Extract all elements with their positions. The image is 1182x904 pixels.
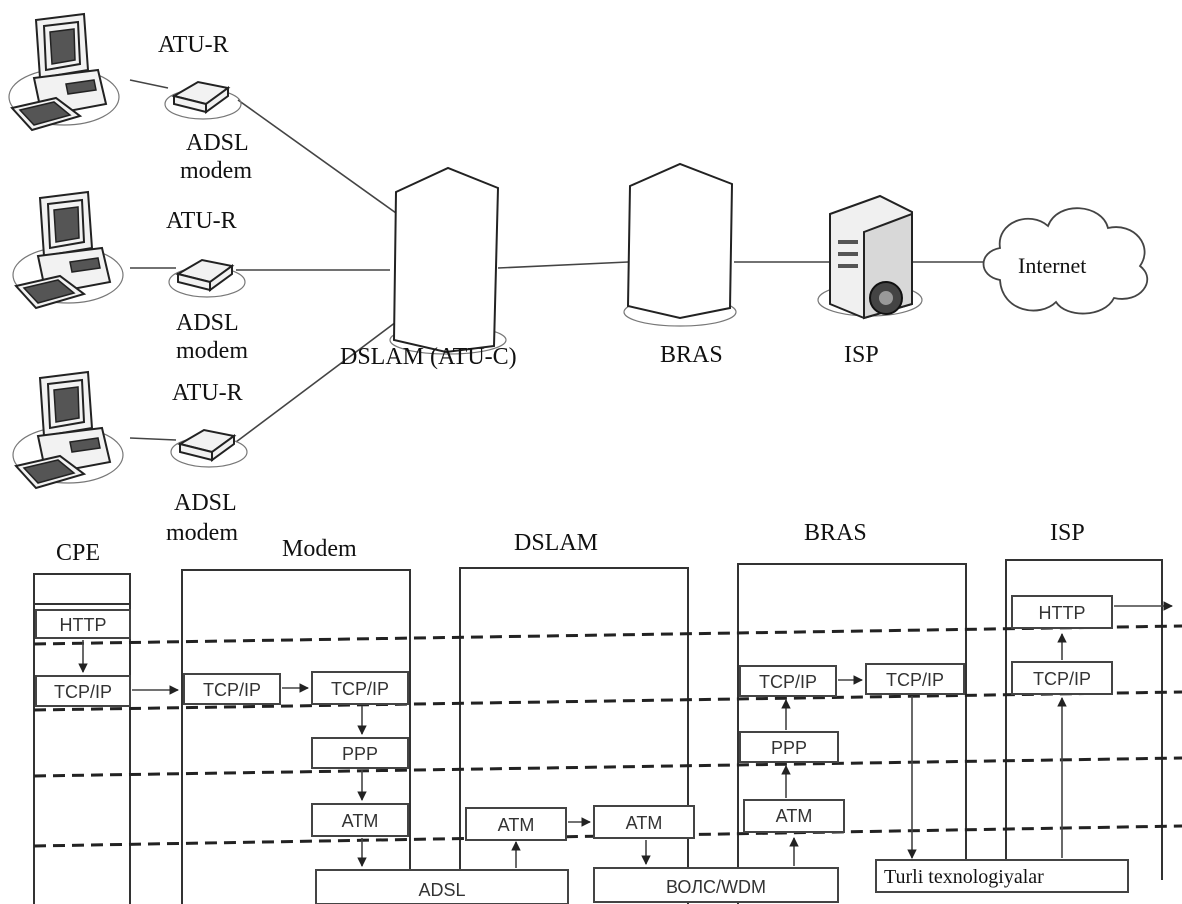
modem-label: ATU-R	[166, 208, 237, 234]
protocol-stack: CPE Modem DSLAM BRAS ISP HTTP TCP/IP TCP…	[33, 520, 1182, 904]
column-title-modem: Modem	[282, 536, 357, 562]
dslam-wdm: ВОЛС/WDM	[666, 877, 766, 897]
modem-label: ATU-R	[158, 32, 229, 58]
isp-label: ISP	[844, 342, 879, 368]
modem-tcpip-out: TCP/IP	[331, 679, 389, 699]
modem-caption: ADSL	[186, 130, 249, 156]
bras-icon	[623, 162, 737, 327]
cpe-http-box	[35, 609, 131, 639]
dslam-wdm-box	[593, 867, 839, 903]
column-modem	[181, 569, 411, 904]
server-icon	[817, 194, 923, 320]
layer-separator	[33, 624, 1182, 646]
isp-tcpip: TCP/IP	[1033, 669, 1091, 689]
column-title-isp: ISP	[1050, 520, 1085, 546]
topology: ATU-R ADSL modem ATU-R ADSL modem ATU-R …	[8, 13, 1148, 546]
column-bras	[737, 563, 967, 904]
bras-tcpip-left: TCP/IP	[759, 672, 817, 692]
bras-tech: Turli texnologiyalar	[884, 866, 1044, 888]
column-title-cpe: CPE	[56, 540, 100, 566]
isp-tcpip-box	[1011, 661, 1113, 695]
modem-caption: modem	[180, 158, 252, 184]
link-modem3-dslam	[235, 321, 397, 443]
isp-http-box	[1011, 595, 1113, 629]
modem-adsl: ADSL	[418, 880, 465, 900]
modem-icon	[168, 259, 246, 298]
layer-separator	[33, 690, 1182, 712]
bras-tech-box	[875, 859, 1129, 893]
modem-ppp-box	[311, 737, 409, 769]
internet-label: Internet	[1018, 253, 1086, 278]
bras-tcpip-left-box	[739, 665, 837, 697]
modem-label: ATU-R	[172, 380, 243, 406]
computer-icon	[12, 371, 124, 489]
bras-ppp: PPP	[771, 738, 807, 758]
computer-icon	[12, 191, 124, 309]
modem-caption: ADSL	[174, 490, 237, 516]
dslam-atm-left: ATM	[498, 815, 535, 835]
modem-caption: ADSL	[176, 310, 239, 336]
column-cpe	[33, 573, 131, 904]
modem-atm-box	[311, 803, 409, 837]
bras-atm: ATM	[776, 806, 813, 826]
dslam-icon	[389, 166, 507, 355]
cpe-tcpip: TCP/IP	[54, 682, 112, 702]
link-pc1-modem1	[129, 79, 169, 89]
column-title-bras: BRAS	[804, 520, 867, 546]
dslam-atm-right: ATM	[626, 813, 663, 833]
bras-atm-box	[743, 799, 845, 833]
dslam-atm-right-box	[593, 805, 695, 839]
bras-ppp-box	[739, 731, 839, 763]
column-dslam	[459, 567, 689, 904]
modem-atm: ATM	[342, 811, 379, 831]
modem-caption: modem	[166, 520, 238, 546]
dslam-label: DSLAM (ATU-C)	[340, 344, 517, 370]
modem-ppp: PPP	[342, 744, 378, 764]
cloud-icon	[982, 207, 1148, 315]
bras-tcpip-right-box	[865, 663, 965, 695]
computer-icon	[8, 13, 120, 131]
cpe-http: HTTP	[60, 615, 107, 635]
layer-separator	[33, 756, 1182, 778]
modem-tcpip-in: TCP/IP	[203, 680, 261, 700]
modem-adsl-box	[315, 869, 569, 904]
modem-icon	[170, 429, 248, 468]
modem-tcpip-out-box	[311, 671, 409, 705]
modem-icon	[164, 81, 242, 120]
column-title-dslam: DSLAM	[514, 530, 598, 556]
link-pc3-modem3	[129, 437, 177, 441]
isp-http: HTTP	[1039, 603, 1086, 623]
bras-tcpip-right: TCP/IP	[886, 670, 944, 690]
cpe-tcpip-box	[35, 675, 131, 707]
modem-tcpip-in-box	[183, 673, 281, 705]
link-modem1-dslam	[237, 99, 397, 214]
column-isp	[1005, 559, 1163, 880]
modem-caption: modem	[176, 338, 248, 364]
link-dslam-bras	[497, 261, 629, 269]
dslam-atm-left-box	[465, 807, 567, 841]
bras-label: BRAS	[660, 342, 723, 368]
